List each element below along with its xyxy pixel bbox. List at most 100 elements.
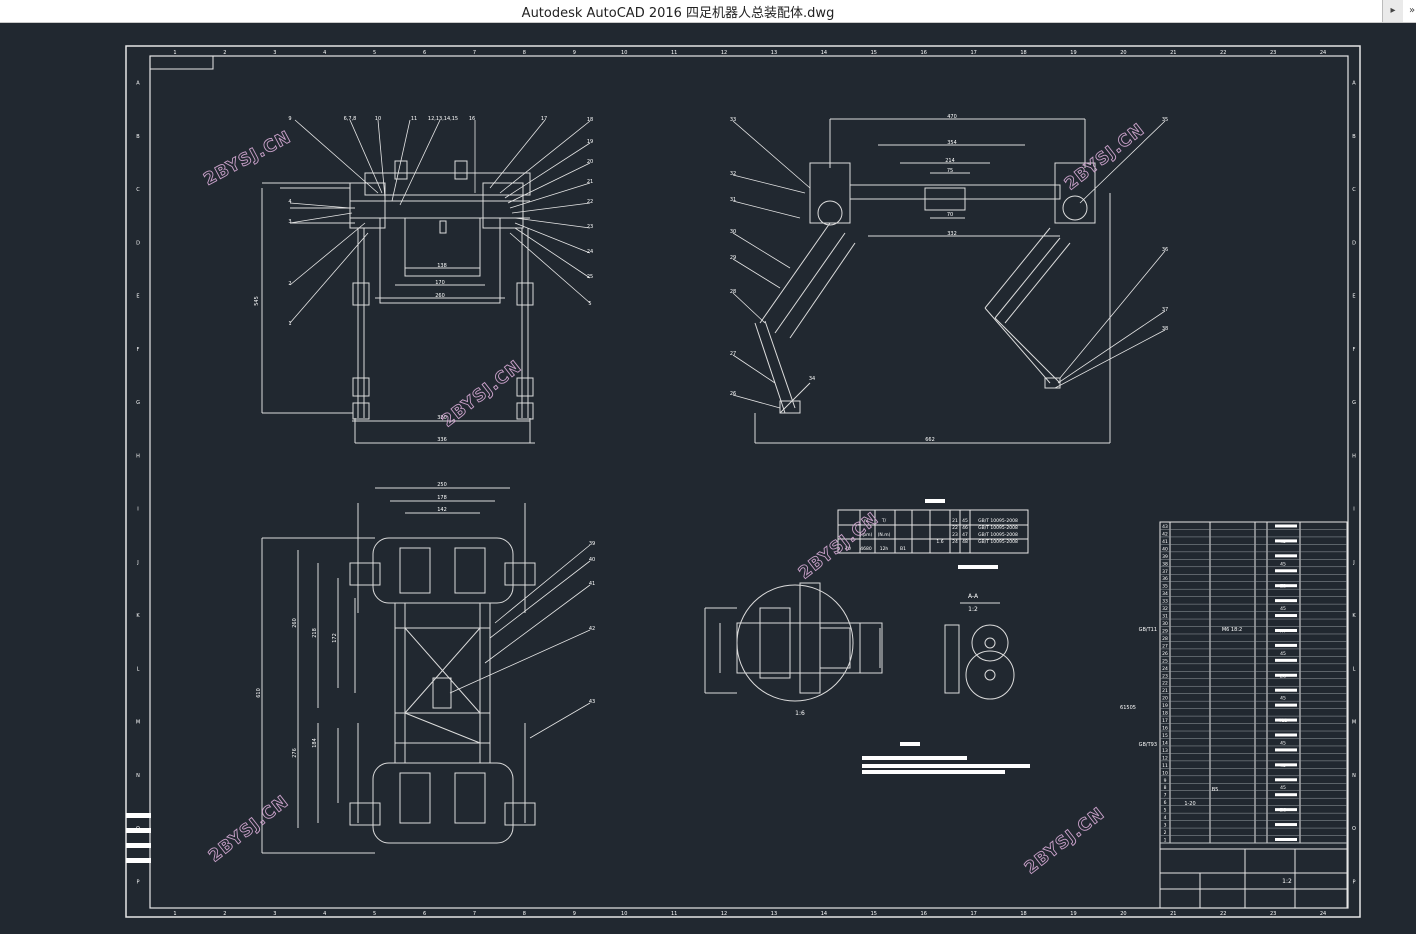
front-part-label: 11 bbox=[411, 116, 417, 122]
front-part-label: 25 bbox=[587, 274, 593, 280]
bom-row-number: 41 bbox=[1162, 539, 1168, 545]
front-part-label: 9 bbox=[288, 116, 291, 122]
grid-col-top-21: 21 bbox=[1170, 50, 1176, 56]
grid-col-bottom-14: 14 bbox=[821, 911, 827, 917]
front-part-label: 22 bbox=[587, 199, 593, 205]
front-dimension-label: 336 bbox=[437, 437, 447, 443]
bom-redacted-bar bbox=[1275, 778, 1297, 782]
sheet-frame bbox=[125, 45, 1361, 918]
top-part-label: 40 bbox=[589, 557, 595, 563]
top-view bbox=[261, 487, 536, 854]
bom-redacted-bar bbox=[1275, 584, 1297, 588]
grid-row-left-A: A bbox=[136, 81, 140, 87]
bom-table bbox=[1159, 521, 1348, 909]
top-part-label: 39 bbox=[589, 541, 595, 547]
bom-material-code: 45 bbox=[1280, 696, 1286, 702]
grid-col-bottom-6: 6 bbox=[423, 911, 426, 917]
grid-row-left-C: C bbox=[136, 187, 140, 193]
front-part-label: 16 bbox=[469, 116, 475, 122]
title-overflow-button[interactable]: » bbox=[1408, 5, 1416, 16]
bom-row-number: 22 bbox=[1162, 681, 1168, 687]
grid-col-bottom-20: 20 bbox=[1120, 911, 1126, 917]
window-title: Autodesk AutoCAD 2016 四足机器人总装配体.dwg bbox=[521, 6, 835, 21]
section-view bbox=[704, 582, 1015, 702]
bom-row-number: 33 bbox=[1162, 599, 1168, 605]
grid-row-right-D: D bbox=[1352, 240, 1356, 246]
bom-redacted-bar bbox=[1275, 539, 1297, 543]
bom-row-number: 19 bbox=[1162, 703, 1168, 709]
front-part-label: 12,13,14,15 bbox=[428, 116, 458, 122]
grid-col-bottom-24: 24 bbox=[1320, 911, 1326, 917]
bom-row-number: 10 bbox=[1162, 770, 1168, 776]
side-part-label: 37 bbox=[1162, 307, 1168, 313]
bom-redacted-bar bbox=[1275, 554, 1297, 558]
side-part-label: 32 bbox=[730, 171, 736, 177]
grid-row-left-N: N bbox=[136, 773, 140, 779]
grid-col-bottom-7: 7 bbox=[473, 911, 476, 917]
bom-row-number: 34 bbox=[1162, 591, 1168, 597]
front-part-label: 2 bbox=[288, 281, 291, 287]
top-dimension-label: 218 bbox=[312, 628, 318, 638]
grid-col-top-3: 3 bbox=[273, 50, 276, 56]
bom-redacted-bar bbox=[1275, 569, 1297, 573]
top-part-label: 41 bbox=[589, 581, 595, 587]
top-dimension-label: 178 bbox=[437, 495, 447, 501]
bom-row-number: 40 bbox=[1162, 546, 1168, 552]
top-dimension-label: 172 bbox=[332, 633, 338, 643]
spec-table-cell: 46 bbox=[962, 525, 968, 531]
grid-row-right-F: F bbox=[1353, 347, 1356, 353]
bom-side-note: 61505 bbox=[1120, 705, 1136, 711]
grid-row-right-O: O bbox=[1352, 826, 1356, 832]
side-part-label: 30 bbox=[730, 229, 736, 235]
grid-col-bottom-5: 5 bbox=[373, 911, 376, 917]
top-dimension-label: 260 bbox=[292, 618, 298, 628]
bom-redacted-bar bbox=[1275, 748, 1297, 752]
bom-redacted-bar bbox=[1275, 658, 1297, 662]
bom-redacted-bar bbox=[1275, 524, 1297, 528]
bom-row-number: 24 bbox=[1162, 666, 1168, 672]
grid-col-bottom-19: 19 bbox=[1070, 911, 1076, 917]
bom-redacted-bar bbox=[1275, 703, 1297, 707]
section-label: A-A bbox=[968, 593, 979, 600]
spec-table-cell: 4680 bbox=[860, 546, 872, 552]
grid-col-top-9: 9 bbox=[573, 50, 576, 56]
bom-row-number: 20 bbox=[1162, 696, 1168, 702]
bom-redacted-bar bbox=[1275, 718, 1297, 722]
top-dimension-label: 250 bbox=[437, 482, 447, 488]
side-view bbox=[754, 118, 1111, 444]
grid-col-bottom-12: 12 bbox=[721, 911, 727, 917]
bom-material-code: 45 bbox=[1280, 785, 1286, 791]
grid-row-right-H: H bbox=[1352, 453, 1356, 459]
bom-row-number: 6 bbox=[1164, 800, 1167, 806]
bom-row-number: 27 bbox=[1162, 643, 1168, 649]
bom-redacted-bar bbox=[1275, 614, 1297, 618]
spec-table-cell: GB/T 10095-2008 bbox=[978, 525, 1018, 531]
grid-col-top-24: 24 bbox=[1320, 50, 1326, 56]
grid-col-bottom-8: 8 bbox=[523, 911, 526, 917]
front-part-label: 23 bbox=[587, 224, 593, 230]
grid-col-top-16: 16 bbox=[921, 50, 927, 56]
bom-row-number: 26 bbox=[1162, 651, 1168, 657]
bom-row-number: 32 bbox=[1162, 606, 1168, 612]
top-dimension-label: 142 bbox=[437, 507, 447, 513]
grid-col-top-22: 22 bbox=[1220, 50, 1226, 56]
bom-row-number: 31 bbox=[1162, 614, 1168, 620]
side-dimension-label: 332 bbox=[947, 231, 957, 237]
front-part-label: 4 bbox=[288, 199, 291, 205]
grid-row-left-M: M bbox=[136, 720, 140, 726]
watermark-5: 2BYSJ.CN bbox=[205, 792, 293, 867]
grid-col-top-10: 10 bbox=[621, 50, 627, 56]
grid-col-top-14: 14 bbox=[821, 50, 827, 56]
bom-mid-text-3: B5 bbox=[1212, 787, 1219, 793]
front-part-label: 19 bbox=[587, 139, 593, 145]
bom-row-number: 15 bbox=[1162, 733, 1168, 739]
title-dropdown-button[interactable]: ▸ bbox=[1382, 0, 1403, 22]
grid-col-top-18: 18 bbox=[1020, 50, 1026, 56]
spec-table-cell: GB/T 10095-2008 bbox=[978, 532, 1018, 538]
bom-row-number: 28 bbox=[1162, 636, 1168, 642]
grid-col-top-6: 6 bbox=[423, 50, 426, 56]
side-part-label: 31 bbox=[730, 197, 736, 203]
